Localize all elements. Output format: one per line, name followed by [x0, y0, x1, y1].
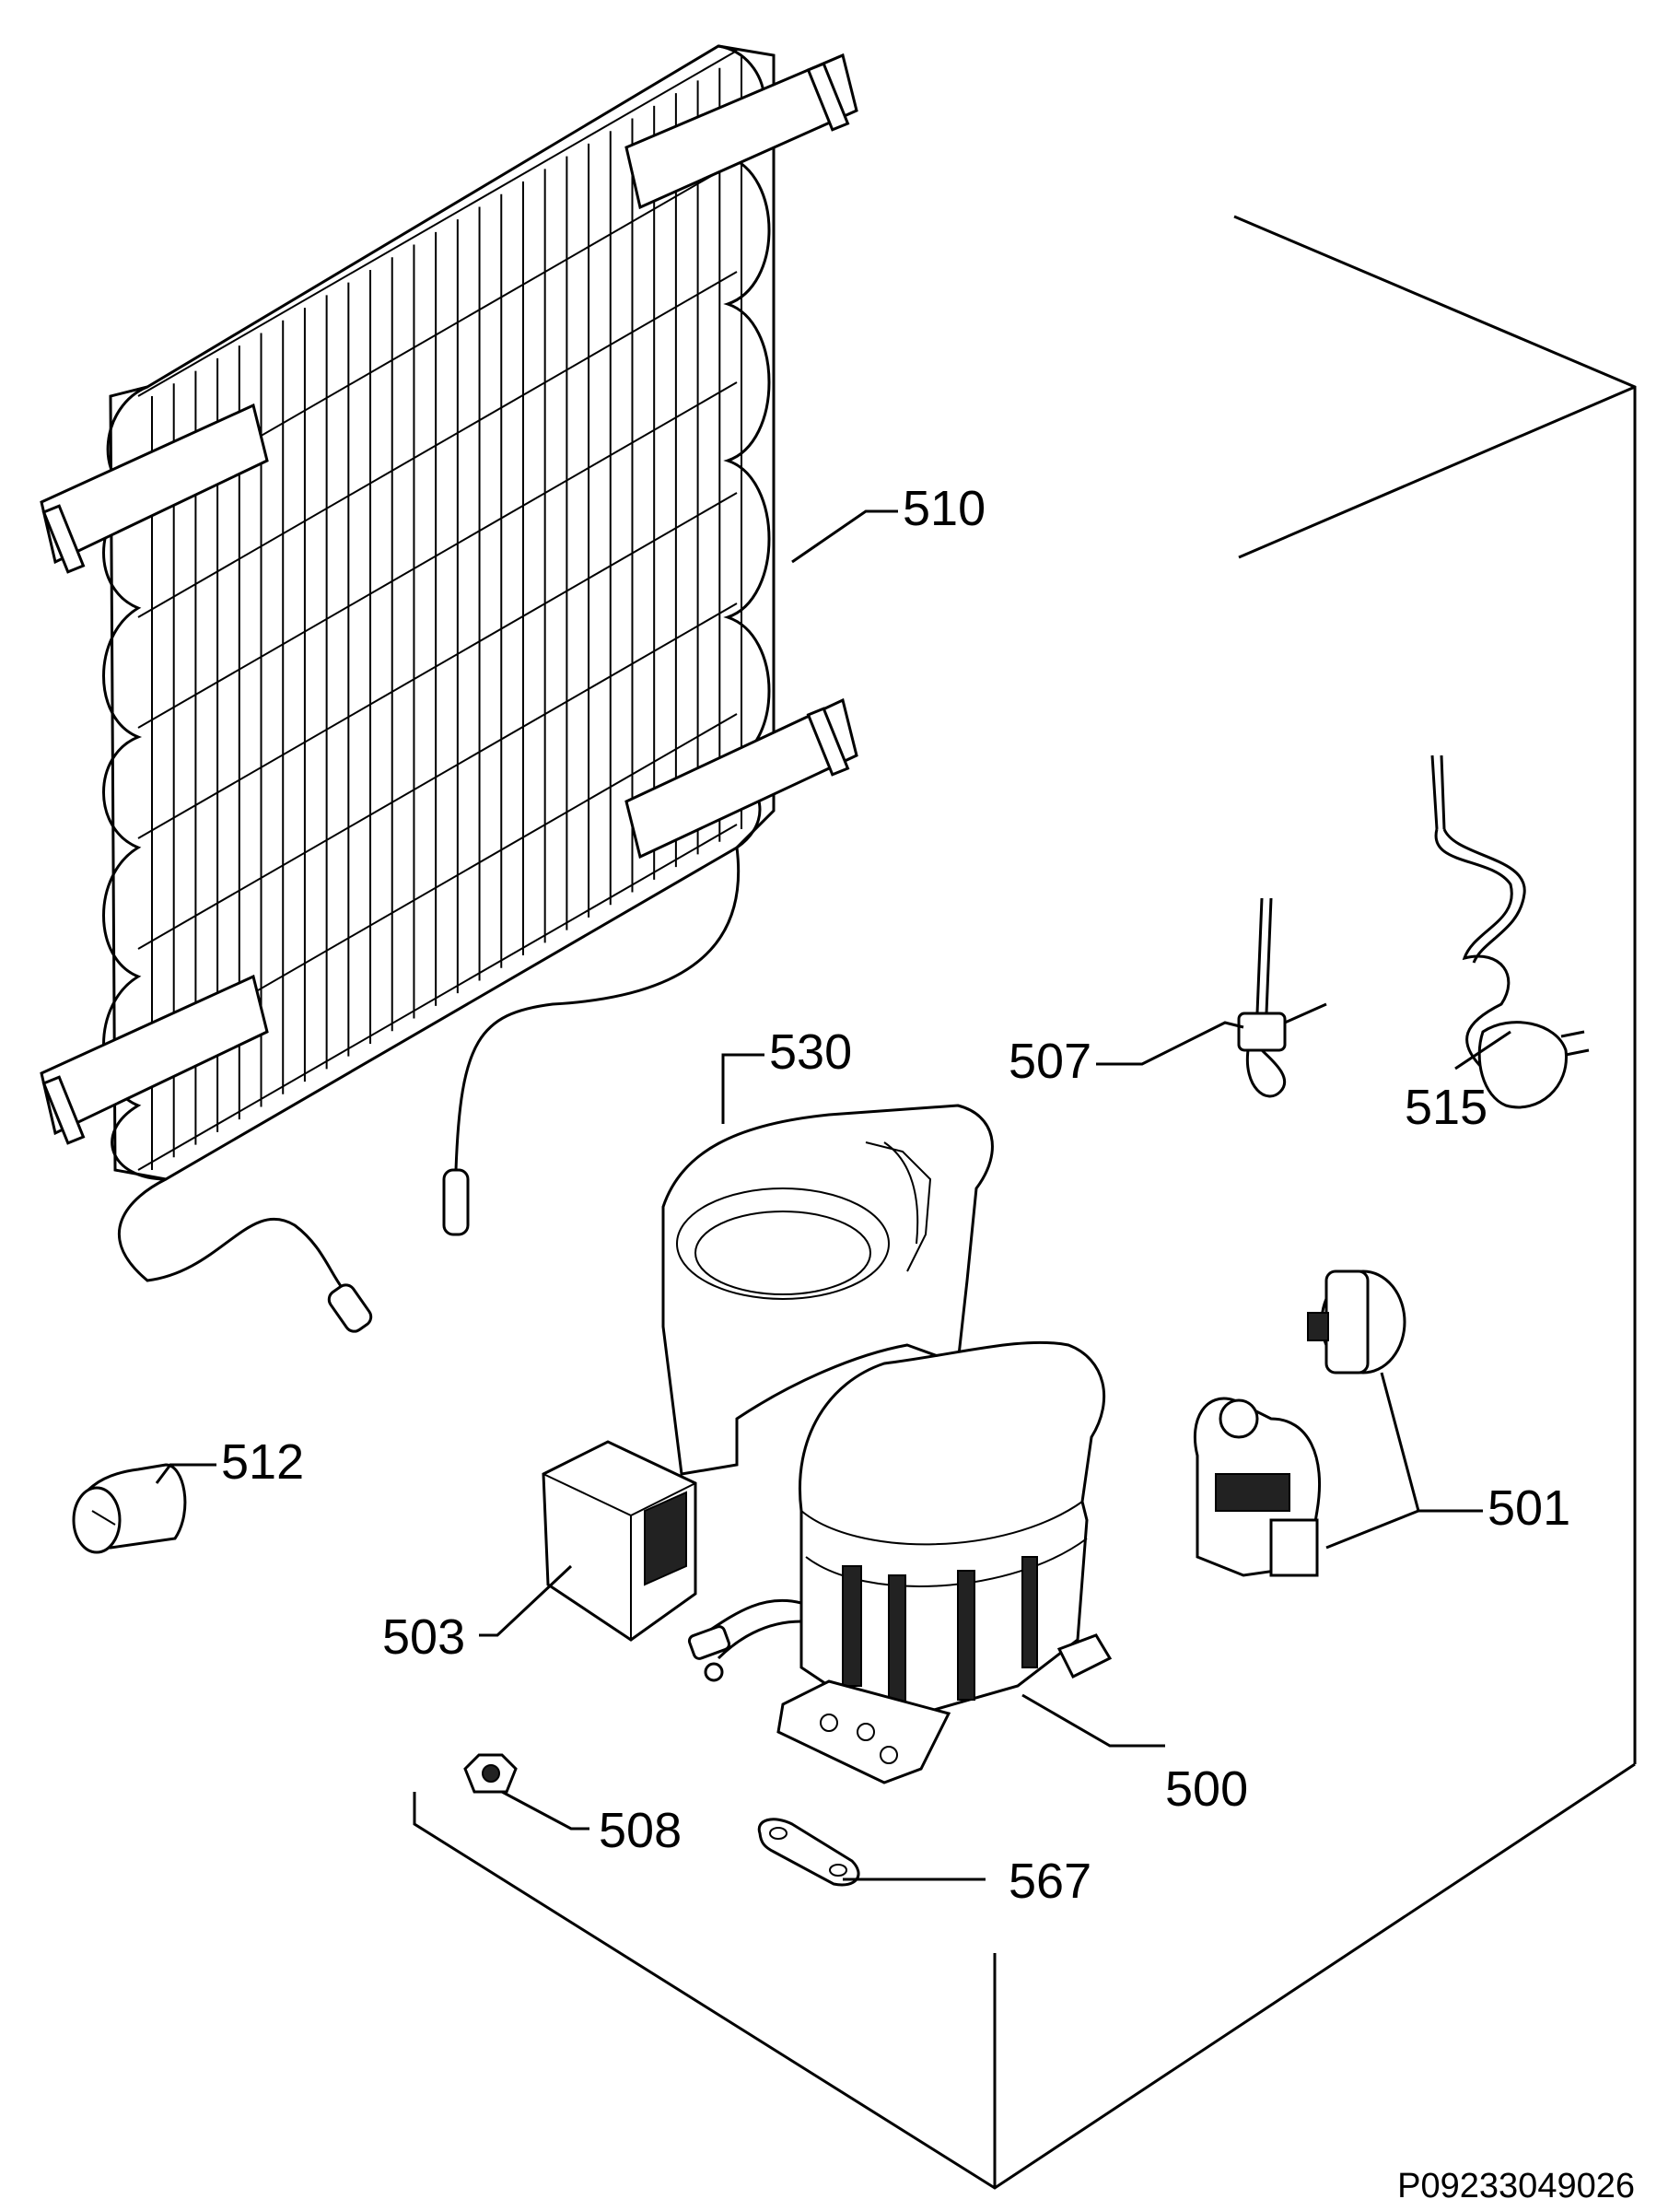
condenser-tube-pass: [137, 381, 738, 729]
washer-plate-part: [757, 1818, 860, 1887]
callout-507: 507: [1009, 1034, 1091, 1089]
callout-515: 515: [1405, 1080, 1488, 1135]
condenser-tube-pass: [137, 50, 738, 397]
callout-512: 512: [221, 1434, 304, 1490]
callout-508: 508: [599, 1803, 682, 1858]
callout-501: 501: [1488, 1480, 1570, 1536]
cabinet-outline: [413, 215, 1637, 2190]
callout-500: 500: [1165, 1761, 1248, 1817]
condenser-tube-pass: [137, 824, 738, 1171]
power-cable-part: [1430, 755, 1590, 1109]
condenser-tube-pass: [137, 271, 738, 618]
compressor-cover-part: [661, 1104, 994, 1476]
grommet-part: [72, 1463, 187, 1554]
compressor-part: [687, 1340, 1113, 1784]
callout-leader-lines: [155, 509, 1511, 1881]
callout-510: 510: [903, 481, 986, 536]
capacitor-box-part: [542, 1440, 697, 1642]
compressor-body-stripes: [842, 1556, 1038, 1705]
callout-503: 503: [382, 1609, 465, 1665]
relay-and-overload-part: [1193, 1269, 1406, 1577]
callout-530: 530: [769, 1024, 852, 1080]
condenser-mounting-brackets: [40, 53, 858, 1145]
condenser-part: [40, 44, 858, 1333]
condenser-tube-pass: [137, 602, 738, 950]
diagram-reference-code: P09233049026: [1397, 2167, 1635, 2205]
callout-labels: 510 530 507 515 512 501 503 500 508 567: [221, 481, 1570, 1909]
callout-567: 567: [1009, 1854, 1091, 1909]
thermal-protector-part: [1237, 897, 1327, 1098]
nut-part: [463, 1753, 518, 1794]
condenser-tube-pass: [137, 492, 738, 839]
